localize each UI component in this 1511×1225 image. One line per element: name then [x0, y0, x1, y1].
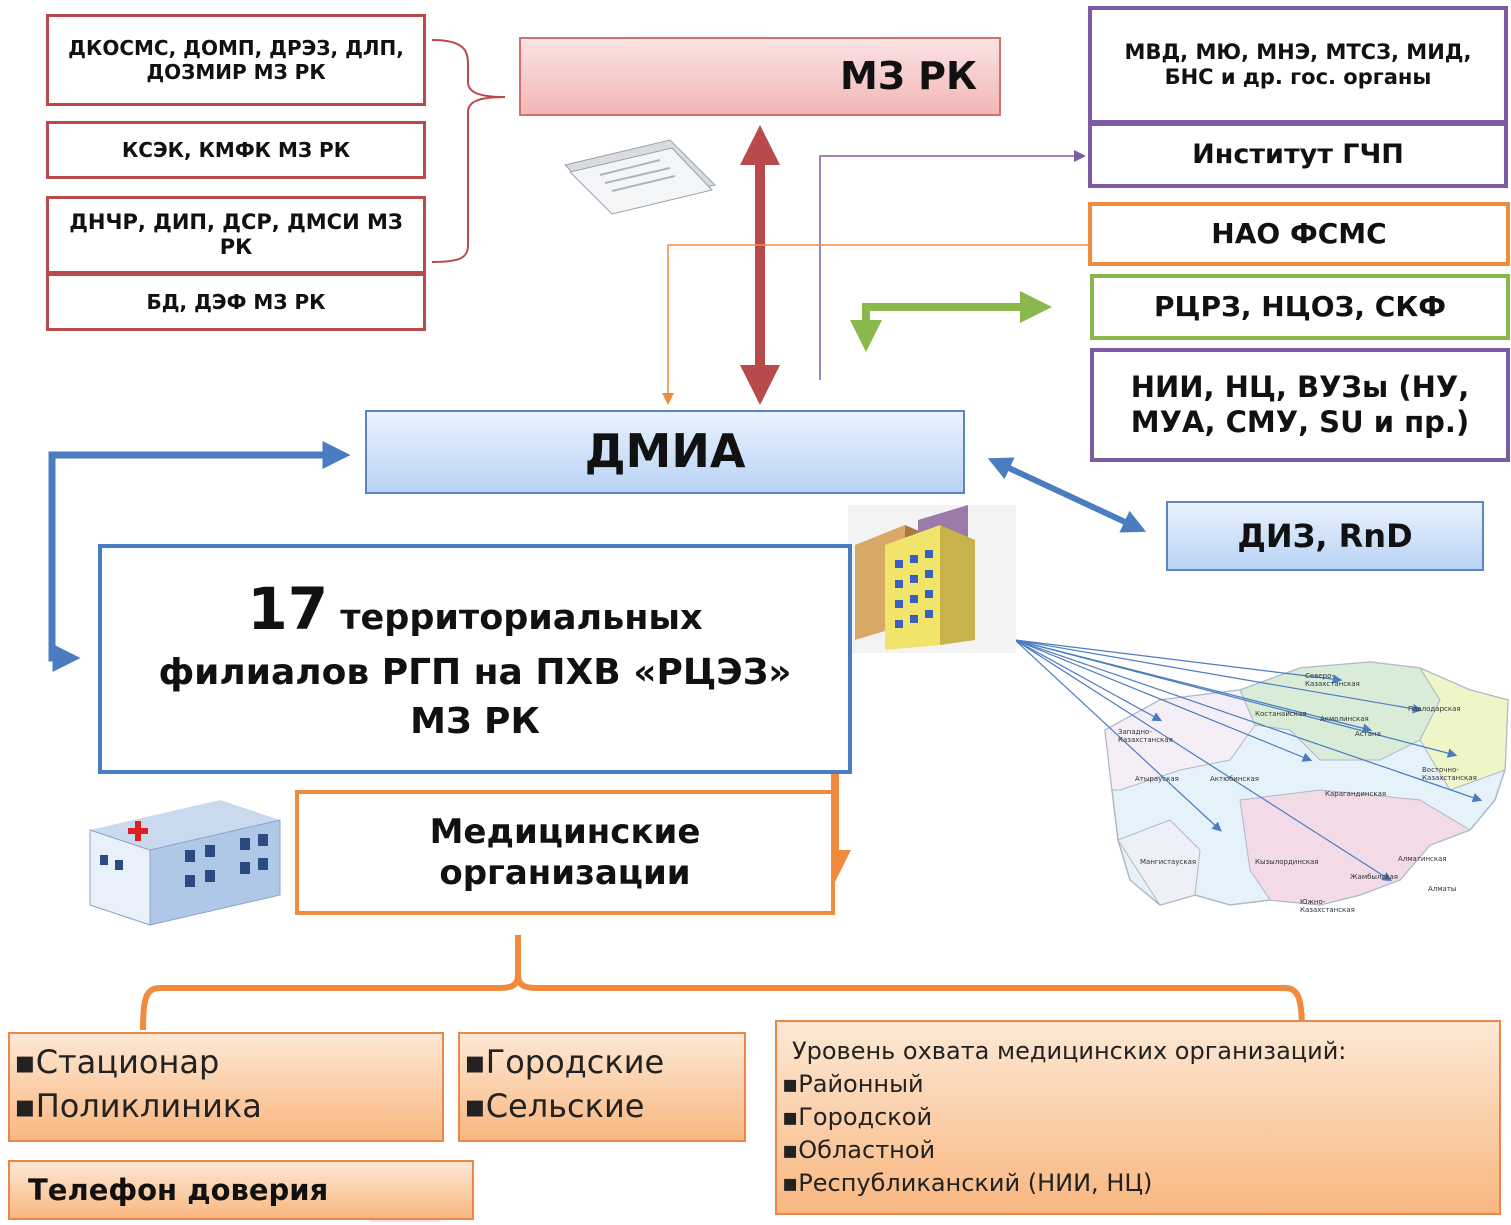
location-item-2: ▪Сельские — [464, 1087, 645, 1125]
hospital-icon — [89, 800, 281, 926]
branches-line3: МЗ РК — [410, 700, 540, 742]
right-box-nii: НИИ, НЦ, ВУЗы (НУ, МУА, СМУ, SU и пр.) — [1090, 348, 1510, 462]
branches-number: 17 — [247, 575, 329, 644]
coverage-box — [775, 1020, 1501, 1215]
left-box-1: ДКОСМС, ДОМП, ДРЭЗ, ДЛП, ДОЗМИР МЗ РК — [46, 14, 426, 106]
orange-thin-arrow — [662, 244, 1088, 405]
coverage-item-3: ▪Областной — [782, 1136, 936, 1164]
map-label: Актюбинская — [1210, 775, 1260, 783]
hotline-label: Телефон доверия — [28, 1172, 329, 1207]
branches-word: территориальных — [340, 598, 703, 639]
branches-line1: 17 территориальных — [247, 575, 702, 645]
map-label: Астана — [1355, 730, 1381, 738]
type-item-2: ▪Поликлиника — [14, 1087, 262, 1125]
bottom-bracket — [140, 935, 1305, 1031]
mz-rk-box: МЗ РК — [519, 37, 1001, 116]
right-box-rcrz: РЦРЗ, НЦОЗ, СКФ — [1090, 274, 1510, 340]
location-list: ▪Городские ▪Сельские — [464, 1040, 664, 1128]
green-arrow — [850, 291, 1052, 352]
map-label: Кызылординская — [1255, 858, 1319, 866]
right-box-gchp: Институт ГЧП — [1088, 122, 1508, 188]
purple-arrow — [819, 150, 1086, 380]
map-label: Жамбылская — [1350, 873, 1399, 881]
coverage-item-2: ▪Городской — [782, 1103, 933, 1131]
kazakhstan-map — [1104, 661, 1509, 906]
map-label: Западно-Казахстанская — [1118, 728, 1173, 744]
left-box-4: БД, ДЭФ МЗ РК — [46, 273, 426, 331]
map-label: Карагандинская — [1325, 790, 1387, 798]
map-label: Южно-Казахстанская — [1300, 898, 1355, 914]
location-box — [458, 1032, 746, 1142]
left-box-2: КСЭК, КМФК МЗ РК — [46, 121, 426, 179]
blue-loop-arrow — [48, 441, 351, 672]
diz-box: ДИЗ, RnD — [1166, 501, 1484, 571]
mz-rk-label: МЗ РК — [840, 53, 977, 98]
left-brace — [431, 39, 506, 263]
location-item-1: ▪Городские — [464, 1043, 665, 1081]
coverage-item-1: ▪Районный — [782, 1070, 924, 1098]
type-item-1: ▪Стационар — [14, 1043, 220, 1081]
map-label: Акмолинская — [1320, 715, 1369, 723]
right-box-govt: МВД, МЮ, МНЭ, МТСЗ, МИД, БНС и др. гос. … — [1088, 6, 1508, 124]
hotline-box: Телефон доверия — [8, 1160, 474, 1220]
map-label: Атырауская — [1135, 775, 1179, 783]
map-label: Мангистауская — [1140, 858, 1197, 866]
office-buildings-icon — [848, 505, 1016, 653]
documents-icon — [564, 139, 716, 215]
map-label: Павлодарская — [1408, 705, 1461, 713]
region-arrows — [1014, 639, 1483, 882]
left-box-3: ДНЧР, ДИП, ДСР, ДМСИ МЗ РК — [46, 196, 426, 274]
map-label: Костанайская — [1255, 710, 1307, 718]
med-org-box: Медицинские организации — [295, 790, 835, 915]
branches-box: 17 территориальных филиалов РГП на ПХВ «… — [98, 544, 852, 774]
dmia-box: ДМИА — [365, 410, 965, 494]
blue-diz-arrow — [987, 457, 1147, 533]
type-list: ▪Стационар ▪Поликлиника — [14, 1040, 262, 1128]
map-label: Алматы — [1428, 885, 1457, 893]
map-label: Северо-Казахстанская — [1305, 672, 1360, 688]
type-box — [8, 1032, 444, 1142]
branches-line2: филиалов РГП на ПХВ «РЦЭЗ» — [158, 651, 792, 693]
med-org-label: Медицинские организации — [429, 811, 701, 893]
coverage-list: Уровень охвата медицинских организаций: … — [782, 1035, 1346, 1200]
map-label: Алматинская — [1398, 855, 1447, 863]
coverage-item-4: ▪Республиканский (НИИ, НЦ) — [782, 1169, 1153, 1197]
dmia-label: ДМИА — [584, 424, 746, 479]
coverage-title: Уровень охвата медицинских организаций: — [792, 1037, 1347, 1065]
right-box-fsms: НАО ФСМС — [1088, 202, 1510, 266]
map-label: Восточно-Казахстанская — [1422, 766, 1477, 782]
